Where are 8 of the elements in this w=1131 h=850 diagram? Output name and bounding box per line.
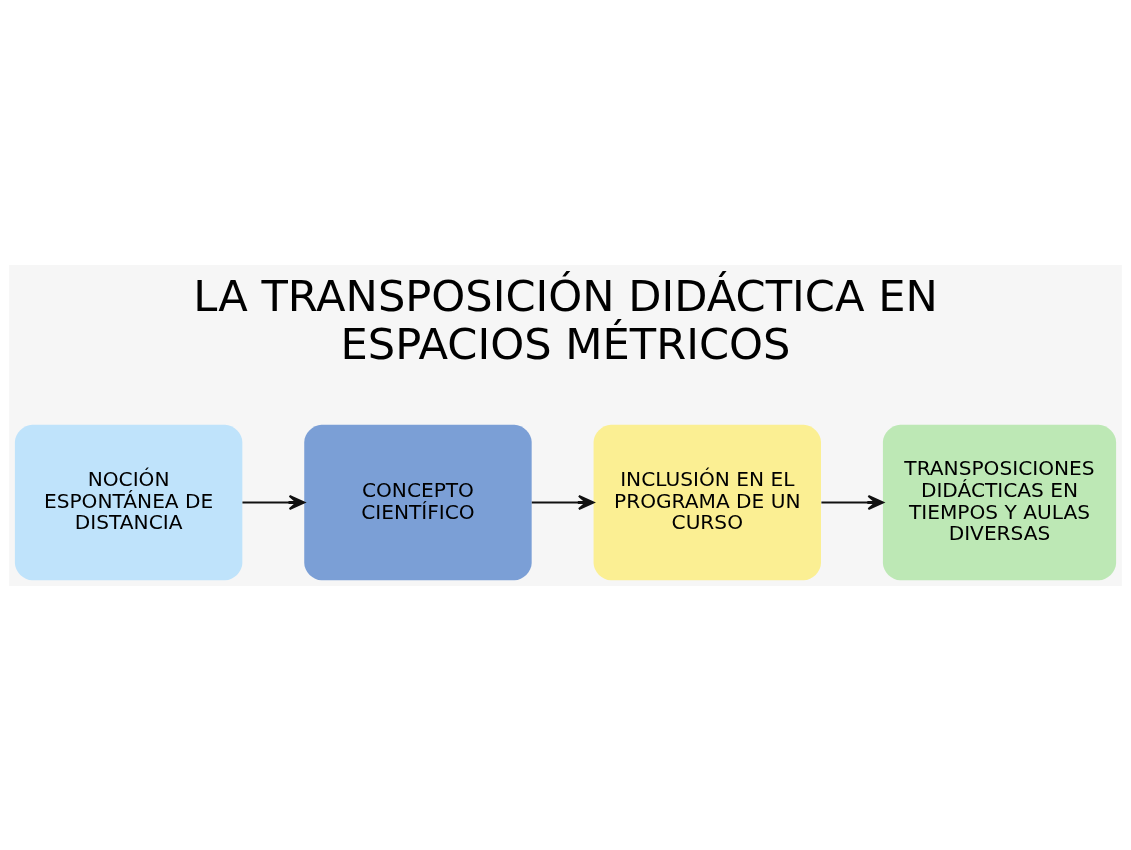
diagram-title: LA TRANSPOSICIÓN DIDÁCTICA EN ESPACIOS MÉTRICOS — [193, 270, 938, 369]
arrow — [531, 494, 595, 510]
arrow — [242, 494, 306, 510]
node-box: CONCEPTO CIENTÍFICO — [304, 424, 532, 580]
node-box: NOCIÓN ESPONTÁNEA DE DISTANCIA — [14, 424, 243, 580]
node-box: INCLUSIÓN EN EL PROGRAMA DE UN CURSO — [593, 424, 821, 580]
arrow — [821, 494, 884, 510]
node-box: TRANSPOSICIONES DIDÁCTICAS EN TIEMPOS Y AULAS DIVERSAS — [882, 424, 1117, 580]
